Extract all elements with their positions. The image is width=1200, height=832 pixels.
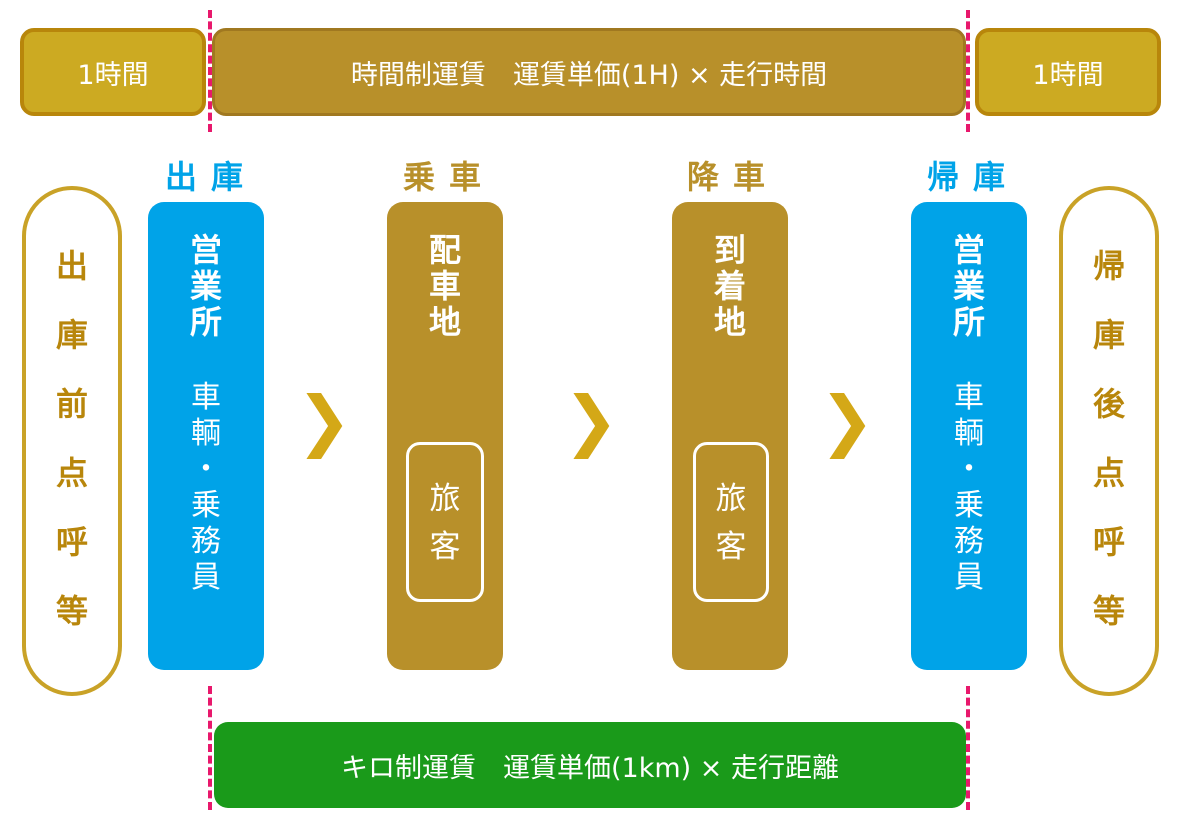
- vertical-char: 所: [189, 303, 222, 341]
- board-place: 配車地: [387, 232, 503, 340]
- return-pillar: 営業所 車輌・乗務員: [911, 202, 1027, 670]
- vertical-char: 輌: [191, 416, 221, 451]
- vertical-char: 等: [55, 592, 88, 630]
- top-right-hour-label: 1時間: [1032, 59, 1104, 91]
- vertical-char: 客: [715, 529, 747, 565]
- vertical-char: 営: [189, 231, 222, 269]
- alight-passenger: 旅客: [696, 475, 766, 571]
- stage-label-board: 乗車: [402, 158, 495, 196]
- return-marker-top: [966, 10, 970, 132]
- board-pillar: 配車地 旅客: [387, 202, 503, 670]
- top-left-hour-bar: 1時間: [20, 28, 206, 116]
- board-passenger-box: 旅客: [406, 442, 484, 602]
- vertical-char: 車: [428, 267, 461, 305]
- vertical-char: 旅: [429, 481, 461, 517]
- vertical-char: 点: [1092, 454, 1125, 492]
- vertical-char: ・: [191, 452, 221, 487]
- post-return-rollcall-text: 帰庫後点呼等: [1063, 232, 1155, 646]
- vertical-char: 務: [954, 524, 984, 559]
- vertical-char: 所: [952, 303, 985, 341]
- vertical-char: 呼: [55, 523, 88, 561]
- alight-passenger-box: 旅客: [693, 442, 769, 602]
- vertical-char: 着: [713, 267, 746, 305]
- vertical-char: 地: [428, 303, 461, 341]
- distance-fare-bar: キロ制運賃 運賃単価(1km) × 走行距離: [214, 722, 966, 808]
- vertical-char: 配: [428, 231, 461, 269]
- vertical-char: 乗: [954, 488, 984, 523]
- board-passenger: 旅客: [409, 475, 481, 571]
- vertical-char: ・: [954, 452, 984, 487]
- distance-fare-label: キロ制運賃 運賃単価(1km) × 走行距離: [341, 752, 839, 784]
- vertical-char: 務: [191, 524, 221, 559]
- vertical-char: 呼: [1092, 523, 1125, 561]
- time-fare-bar: 時間制運賃 運賃単価(1H) × 走行時間: [212, 28, 966, 116]
- depart-place: 営業所: [148, 232, 264, 340]
- vertical-char: 帰: [1092, 247, 1125, 285]
- stage-label-alight: 降車: [686, 158, 779, 196]
- vertical-char: 到: [713, 231, 746, 269]
- vertical-char: 車: [954, 380, 984, 415]
- stage-label-depart: 出庫: [164, 158, 257, 196]
- chevron-right-icon: ❯: [819, 382, 875, 459]
- vertical-char: 地: [713, 303, 746, 341]
- depart-marker-bottom: [208, 686, 212, 810]
- vertical-char: 等: [1092, 592, 1125, 630]
- return-content: 車輌・乗務員: [911, 380, 1027, 596]
- vertical-char: 業: [189, 267, 222, 305]
- depart-content: 車輌・乗務員: [148, 380, 264, 596]
- vertical-char: 出: [55, 247, 88, 285]
- return-place: 営業所: [911, 232, 1027, 340]
- vertical-char: 客: [429, 529, 461, 565]
- top-left-hour-label: 1時間: [77, 59, 149, 91]
- return-marker-bottom: [966, 686, 970, 810]
- vertical-char: 業: [952, 267, 985, 305]
- top-right-hour-bar: 1時間: [975, 28, 1161, 116]
- pre-departure-rollcall: 出庫前点呼等: [22, 186, 122, 696]
- vertical-char: 員: [191, 560, 221, 595]
- vertical-char: 営: [952, 231, 985, 269]
- chevron-right-icon: ❯: [563, 382, 619, 459]
- vertical-char: 後: [1092, 385, 1125, 423]
- stage-label-return: 帰庫: [926, 158, 1019, 196]
- vertical-char: 乗: [191, 488, 221, 523]
- depart-marker-top: [208, 10, 212, 132]
- vertical-char: 車: [191, 380, 221, 415]
- vertical-char: 員: [954, 560, 984, 595]
- pre-departure-rollcall-text: 出庫前点呼等: [26, 232, 118, 646]
- time-fare-label: 時間制運賃 運賃単価(1H) × 走行時間: [350, 59, 828, 91]
- vertical-char: 点: [55, 454, 88, 492]
- vertical-char: 前: [55, 385, 88, 423]
- post-return-rollcall: 帰庫後点呼等: [1059, 186, 1159, 696]
- alight-place: 到着地: [672, 232, 788, 340]
- vertical-char: 輌: [954, 416, 984, 451]
- vertical-char: 旅: [715, 481, 747, 517]
- vertical-char: 庫: [55, 316, 88, 354]
- alight-pillar: 到着地 旅客: [672, 202, 788, 670]
- vertical-char: 庫: [1092, 316, 1125, 354]
- chevron-right-icon: ❯: [296, 382, 352, 459]
- depart-pillar: 営業所 車輌・乗務員: [148, 202, 264, 670]
